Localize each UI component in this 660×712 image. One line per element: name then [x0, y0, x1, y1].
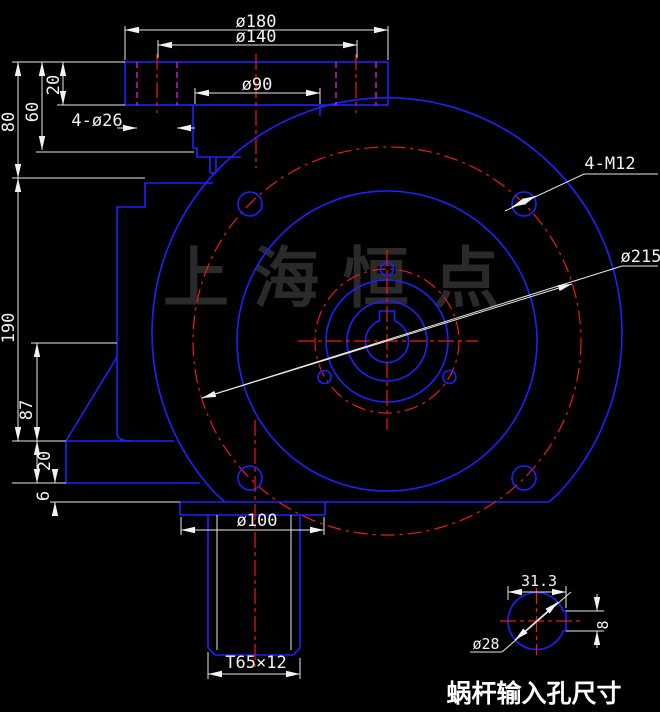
dim-label-detail-width: 31.3: [521, 572, 557, 590]
dim-label-d140: ø140: [236, 27, 277, 47]
dimension-lines: [14, 26, 388, 678]
dim-label-20-top: 20: [44, 75, 64, 95]
dim-label-d180: ø180: [236, 12, 277, 32]
dim-label-d100: ø100: [237, 511, 278, 531]
extension-lines: [12, 26, 389, 679]
top-flange: [124, 54, 389, 168]
flange-neck: [192, 105, 321, 174]
detail-caption: 蜗杆输入孔尺寸: [446, 679, 621, 708]
dim-label-thread: T65×12: [225, 653, 286, 673]
leader-m12: [504, 173, 658, 212]
dim-label-6: 6: [34, 491, 54, 501]
dim-label-87: 87: [17, 400, 37, 420]
dim-label-20-bot: 20: [35, 451, 55, 471]
dim-label-m12: 4-M12: [584, 154, 635, 174]
dim-label-d90: ø90: [242, 75, 273, 95]
dim-label-60: 60: [23, 102, 43, 122]
dim-label-flange-holes: 4-ø26: [71, 111, 122, 131]
mounting-bracket: [65, 182, 213, 484]
worm-input-detail: [470, 586, 604, 655]
dim-label-190: 190: [0, 313, 19, 344]
dim-label-detail-dia: ø28: [472, 635, 499, 653]
dim-label-detail-key: 8: [594, 620, 612, 629]
dim-label-80: 80: [0, 112, 19, 132]
dim-label-d215: ø215: [621, 247, 660, 267]
output-screw: [179, 420, 326, 667]
leader-d215: [201, 265, 658, 399]
dimension-labels: ø180 ø140 ø90 4-ø26 80 60 20 190 87 20 6…: [0, 12, 660, 673]
watermark-text: 上海恒点: [163, 240, 523, 317]
